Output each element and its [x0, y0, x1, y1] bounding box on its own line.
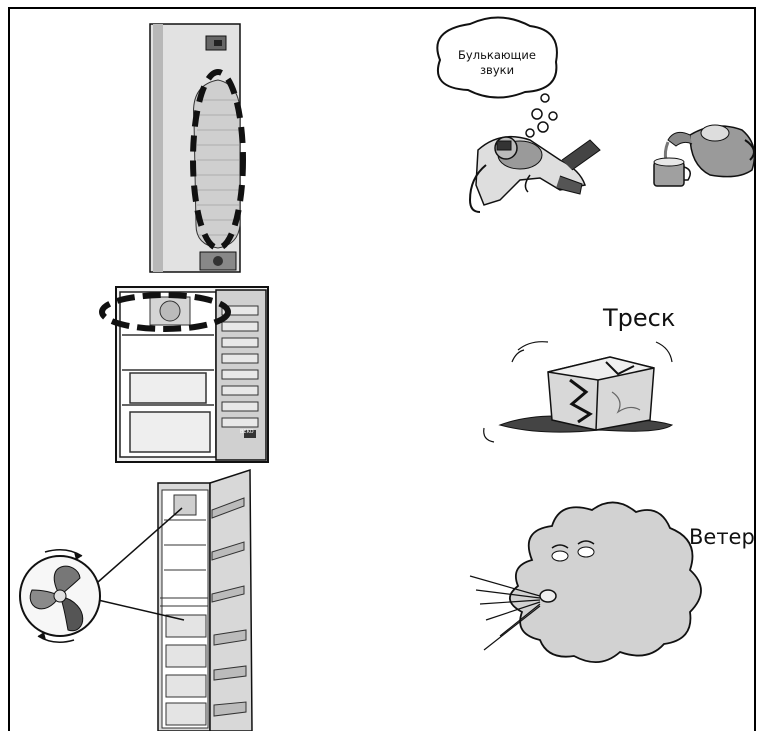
- fridge-rear-view: [150, 24, 243, 272]
- bubble-line-1: Булькающие: [447, 48, 547, 63]
- fridge-open-top-view: [102, 287, 268, 462]
- crack-label: Треск: [603, 304, 675, 332]
- fan-icon: [20, 550, 100, 643]
- bubble-text: Булькающие звуки: [447, 48, 547, 78]
- bubble-line-2: звуки: [447, 63, 547, 78]
- wind-cloud-illustration: [470, 502, 701, 662]
- fridge-badge: BEKO: [240, 429, 254, 435]
- fridge-open-full-view: [98, 470, 252, 731]
- pitcher-and-cup-illustration: [654, 125, 754, 186]
- wind-label: Ветер: [689, 525, 755, 549]
- ice-cube-illustration: [484, 342, 672, 442]
- diver-illustration: [470, 137, 600, 212]
